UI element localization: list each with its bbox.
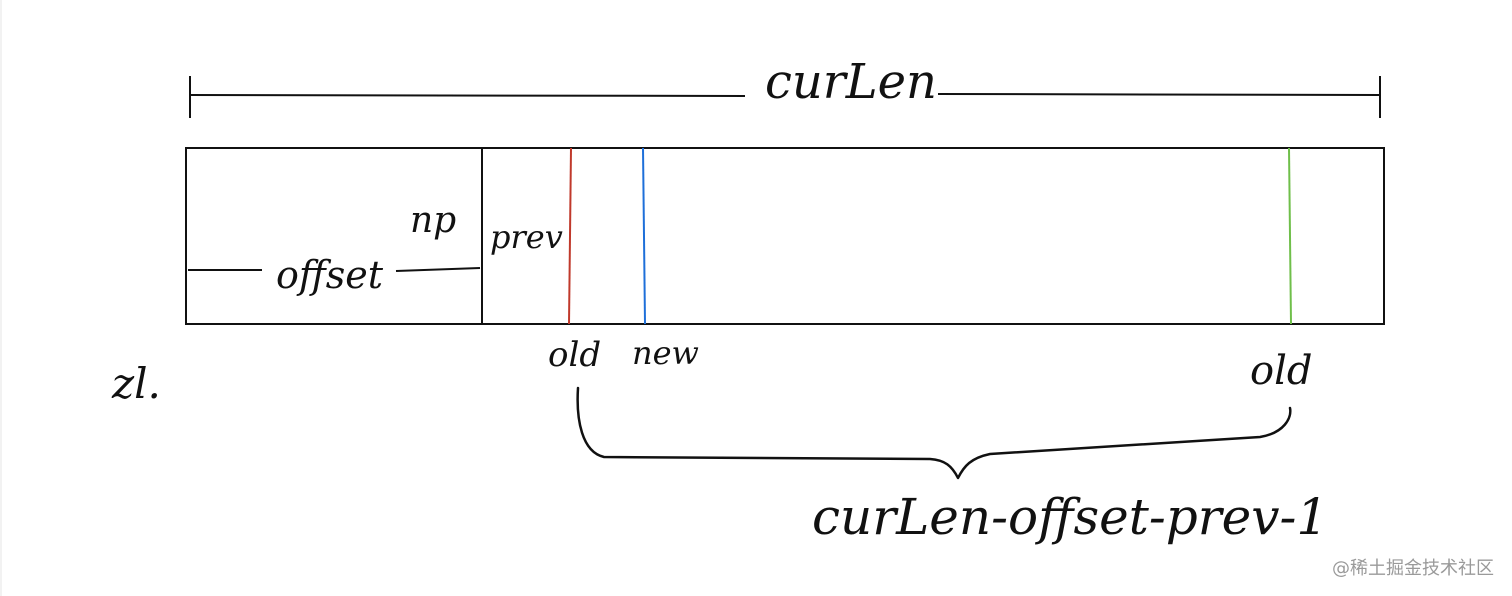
offset-span: offset: [188, 253, 481, 297]
curlen-right-line: [937, 93, 1381, 96]
old-right-label: old: [1250, 348, 1312, 394]
old-right-marker: [1288, 147, 1292, 325]
watermark-text: @稀土掘金技术社区: [1332, 558, 1494, 579]
offset-label: offset: [276, 253, 384, 297]
prev-label: prev: [490, 218, 563, 256]
curlen-label: curLen: [765, 54, 937, 110]
ziplist-buffer-box: [185, 147, 1385, 325]
zl-label: zl.: [111, 359, 161, 408]
offset-right-line: [395, 267, 481, 272]
brace-formula-label: curLen-offset-prev-1: [812, 488, 1328, 546]
old-left-marker: [568, 147, 572, 325]
curlen-dimension: curLen: [189, 54, 1381, 118]
span-brace: [576, 386, 1292, 480]
new-marker: [642, 147, 646, 325]
curlen-left-line: [189, 94, 746, 97]
old-left-label: old: [548, 335, 601, 375]
new-label: new: [632, 334, 699, 372]
np-label: np: [410, 200, 456, 241]
